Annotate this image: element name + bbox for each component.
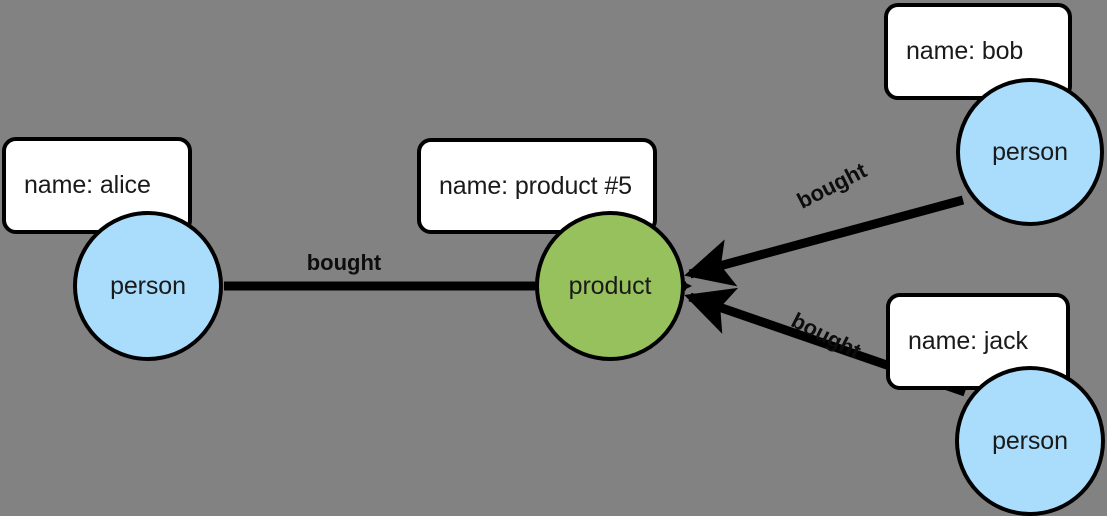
- node-bob[interactable]: person: [956, 78, 1104, 226]
- node-bob-label: person: [992, 137, 1068, 166]
- edge-label-alice-bought-product: bought: [306, 250, 382, 275]
- node-product5-label: product: [568, 271, 652, 300]
- property-box-jack-text: name: jack: [908, 327, 1028, 355]
- node-product5[interactable]: product: [535, 211, 685, 361]
- property-box-alice-text: name: alice: [24, 171, 151, 199]
- node-alice-label: person: [110, 271, 186, 300]
- node-alice[interactable]: person: [73, 211, 223, 361]
- property-box-product5-text: name: product #5: [439, 171, 632, 200]
- node-jack-label: person: [992, 426, 1068, 455]
- node-jack[interactable]: person: [955, 366, 1105, 516]
- property-box-bob-text: name: bob: [906, 37, 1024, 65]
- edge-bob-bought-product: [684, 195, 965, 287]
